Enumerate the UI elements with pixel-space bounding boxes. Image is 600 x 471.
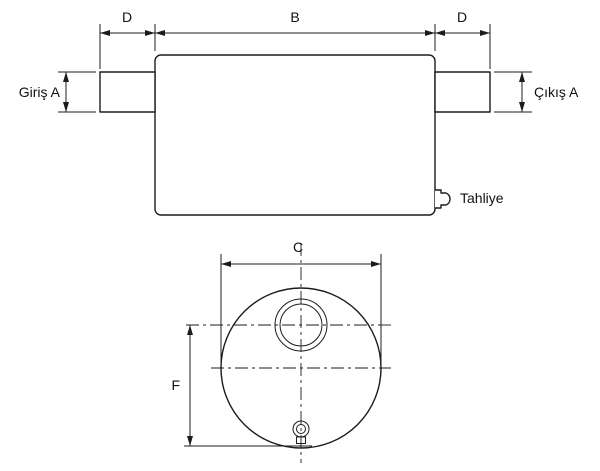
dimension-c: C (220, 239, 382, 362)
dimension-d-left: D (100, 9, 155, 36)
dimension-f: F (171, 325, 312, 447)
drain-label: Tahliye (460, 190, 504, 206)
dimension-c-label: C (293, 239, 303, 255)
drain-plug (292, 420, 310, 444)
dimension-b-label: B (290, 9, 299, 25)
dimension-d-right: D (435, 9, 490, 36)
front-view: C F (171, 239, 392, 463)
dimension-f-label: F (171, 377, 180, 393)
inlet-label: Giriş A (19, 84, 61, 100)
dimension-d-right-label: D (457, 9, 467, 25)
side-view: D B D Giriş A (19, 9, 579, 216)
dimension-inlet-a: Giriş A (19, 71, 96, 113)
inlet-pipe (99, 71, 156, 113)
dimension-outlet-a: Çıkış A (494, 71, 579, 113)
dimension-d-left-label: D (122, 9, 132, 25)
drain-fitting (435, 189, 451, 209)
outlet-label: Çıkış A (534, 84, 579, 100)
outlet-pipe (434, 71, 491, 113)
dimension-b: B (155, 9, 435, 36)
centerlines (186, 243, 392, 463)
muffler-body-outline (154, 54, 436, 216)
